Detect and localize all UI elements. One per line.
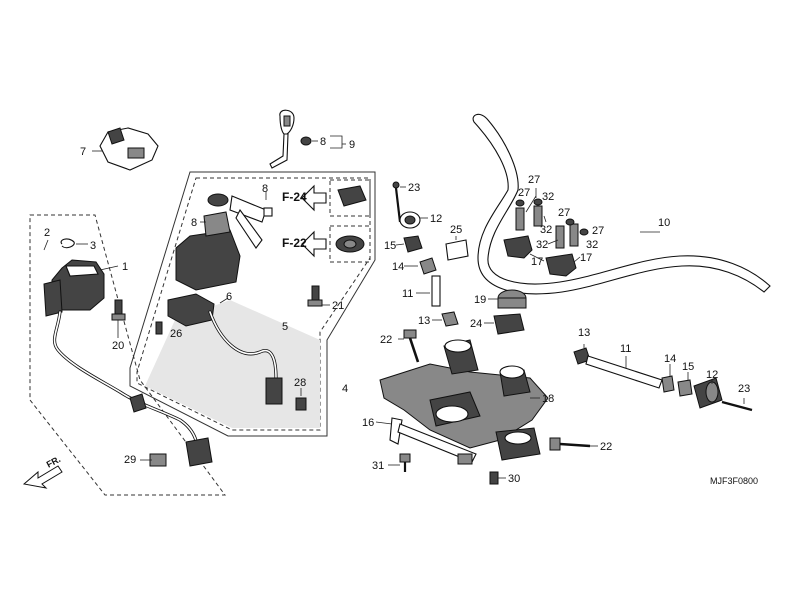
- nut-part-14-right: [661, 364, 675, 393]
- callout-15-left: 15: [384, 240, 396, 252]
- nut-part-13-left: [432, 311, 459, 327]
- callout-24: 24: [470, 318, 482, 330]
- key-cylinder-hatch: [145, 300, 320, 428]
- callout-28: 28: [294, 377, 306, 389]
- handlebar-holder-part-17: [503, 235, 581, 277]
- nut-part-14-left: [404, 257, 437, 275]
- callout-12-right: 12: [706, 369, 718, 381]
- callout-14-right: 14: [664, 353, 676, 365]
- bolt-part-22-left: [398, 329, 420, 363]
- callout-25: 25: [450, 224, 462, 236]
- callout-11-right: 11: [620, 343, 631, 355]
- front-direction-arrow-icon: FR.: [22, 454, 63, 489]
- callout-27-top: 27: [528, 174, 540, 186]
- diagram-code: MJF3F0800: [710, 476, 758, 486]
- screw-part-21: [307, 285, 330, 307]
- screw-part-30: [457, 453, 506, 485]
- callout-8-left: 8: [191, 217, 197, 229]
- callout-18: 18: [542, 393, 554, 405]
- callout-15-right: 15: [682, 361, 694, 373]
- callout-3: 3: [90, 240, 96, 252]
- handlebar-part-10: [472, 113, 771, 295]
- callout-20: 20: [112, 340, 124, 352]
- screw-part-26: [155, 321, 163, 335]
- callout-27-right: 27: [592, 225, 604, 237]
- callout-2: 2: [44, 227, 50, 239]
- callout-10: 10: [658, 217, 670, 229]
- callout-32-top: 32: [542, 191, 554, 203]
- callout-29: 29: [124, 454, 136, 466]
- bolt-part-23-left: [392, 181, 406, 223]
- holder-bolts-part-32: [515, 195, 579, 249]
- callout-numbers: 1 2 3 4 5 6 7 8 8 8 9 10 11 11 12 12 13 …: [44, 136, 750, 485]
- callout-19: 19: [474, 294, 486, 306]
- callout-1: 1: [122, 261, 128, 273]
- callout-32-right: 32: [586, 239, 598, 251]
- callout-22-right: 22: [600, 441, 612, 453]
- top-bridge-part-18: [379, 339, 549, 461]
- part-15-left: [395, 235, 423, 253]
- clip-part-2: [43, 239, 49, 251]
- callout-8-right: 8: [262, 183, 268, 195]
- key-cylinder-part-6: [167, 293, 283, 405]
- callout-32-mid: 32: [540, 224, 552, 236]
- weight-rod-part-11-left: [416, 275, 441, 307]
- callout-27-mid: 27: [558, 207, 570, 219]
- callout-31: 31: [372, 460, 384, 472]
- callout-extra-27: 27: [592, 225, 604, 237]
- callout-13-right: 13: [578, 327, 590, 339]
- cap-part-19: [488, 289, 527, 309]
- nut-part-24: [484, 313, 525, 335]
- callout-16: 16: [362, 417, 374, 429]
- callout-4: 4: [342, 383, 348, 395]
- callout-30: 30: [508, 473, 520, 485]
- bolt-part-22-right: [549, 437, 598, 451]
- callout-17-left: 17: [531, 256, 543, 268]
- handlebar-switch-part-1: [43, 259, 213, 467]
- callout-23-right: 23: [738, 383, 750, 395]
- callout-11-left: 11: [402, 288, 413, 300]
- weight-part-12-left: [399, 211, 428, 229]
- washer-part-8-top: [300, 135, 346, 149]
- reference-label-f22: F-22: [282, 236, 307, 250]
- callout-9: 9: [349, 139, 355, 151]
- callout-21: 21: [332, 300, 344, 312]
- bolt-part-28: [295, 388, 307, 411]
- callout-17-right: 17: [580, 252, 592, 264]
- washers-part-27: [515, 188, 589, 236]
- snap-ring-part-3: [60, 238, 88, 249]
- weight-rod-part-11-right: [585, 355, 663, 389]
- ignition-switch-assembly: [175, 192, 273, 291]
- callout-7: 7: [80, 146, 86, 158]
- reference-box-f24: [301, 179, 371, 217]
- callout-5: 5: [282, 321, 288, 333]
- callout-22-left: 22: [380, 334, 392, 346]
- callout-23-left: 23: [408, 182, 420, 194]
- callout-8-top: 8: [320, 136, 326, 148]
- bolt-part-31: [388, 453, 411, 472]
- part-15-right: [677, 372, 693, 397]
- callout-27-left: 27: [518, 187, 530, 199]
- callout-6: 6: [226, 291, 232, 303]
- weight-part-12-right: [693, 377, 723, 409]
- callout-12-left: 12: [430, 213, 442, 225]
- callout-13-left: 13: [418, 315, 430, 327]
- callout-26: 26: [170, 328, 182, 340]
- reference-box-f22: [301, 225, 371, 263]
- switch-cover-part-7: [92, 127, 159, 171]
- callout-14-left: 14: [392, 261, 404, 273]
- reference-label-f24: F-24: [282, 190, 307, 204]
- direction-label: FR.: [45, 454, 62, 470]
- bolt-part-23-right: [721, 398, 753, 412]
- collar-part-25: [445, 236, 469, 261]
- switch-harness-frame: [29, 214, 226, 496]
- screw-part-20: [111, 299, 126, 338]
- callout-32-left: 32: [536, 239, 548, 251]
- key-part: [269, 109, 295, 169]
